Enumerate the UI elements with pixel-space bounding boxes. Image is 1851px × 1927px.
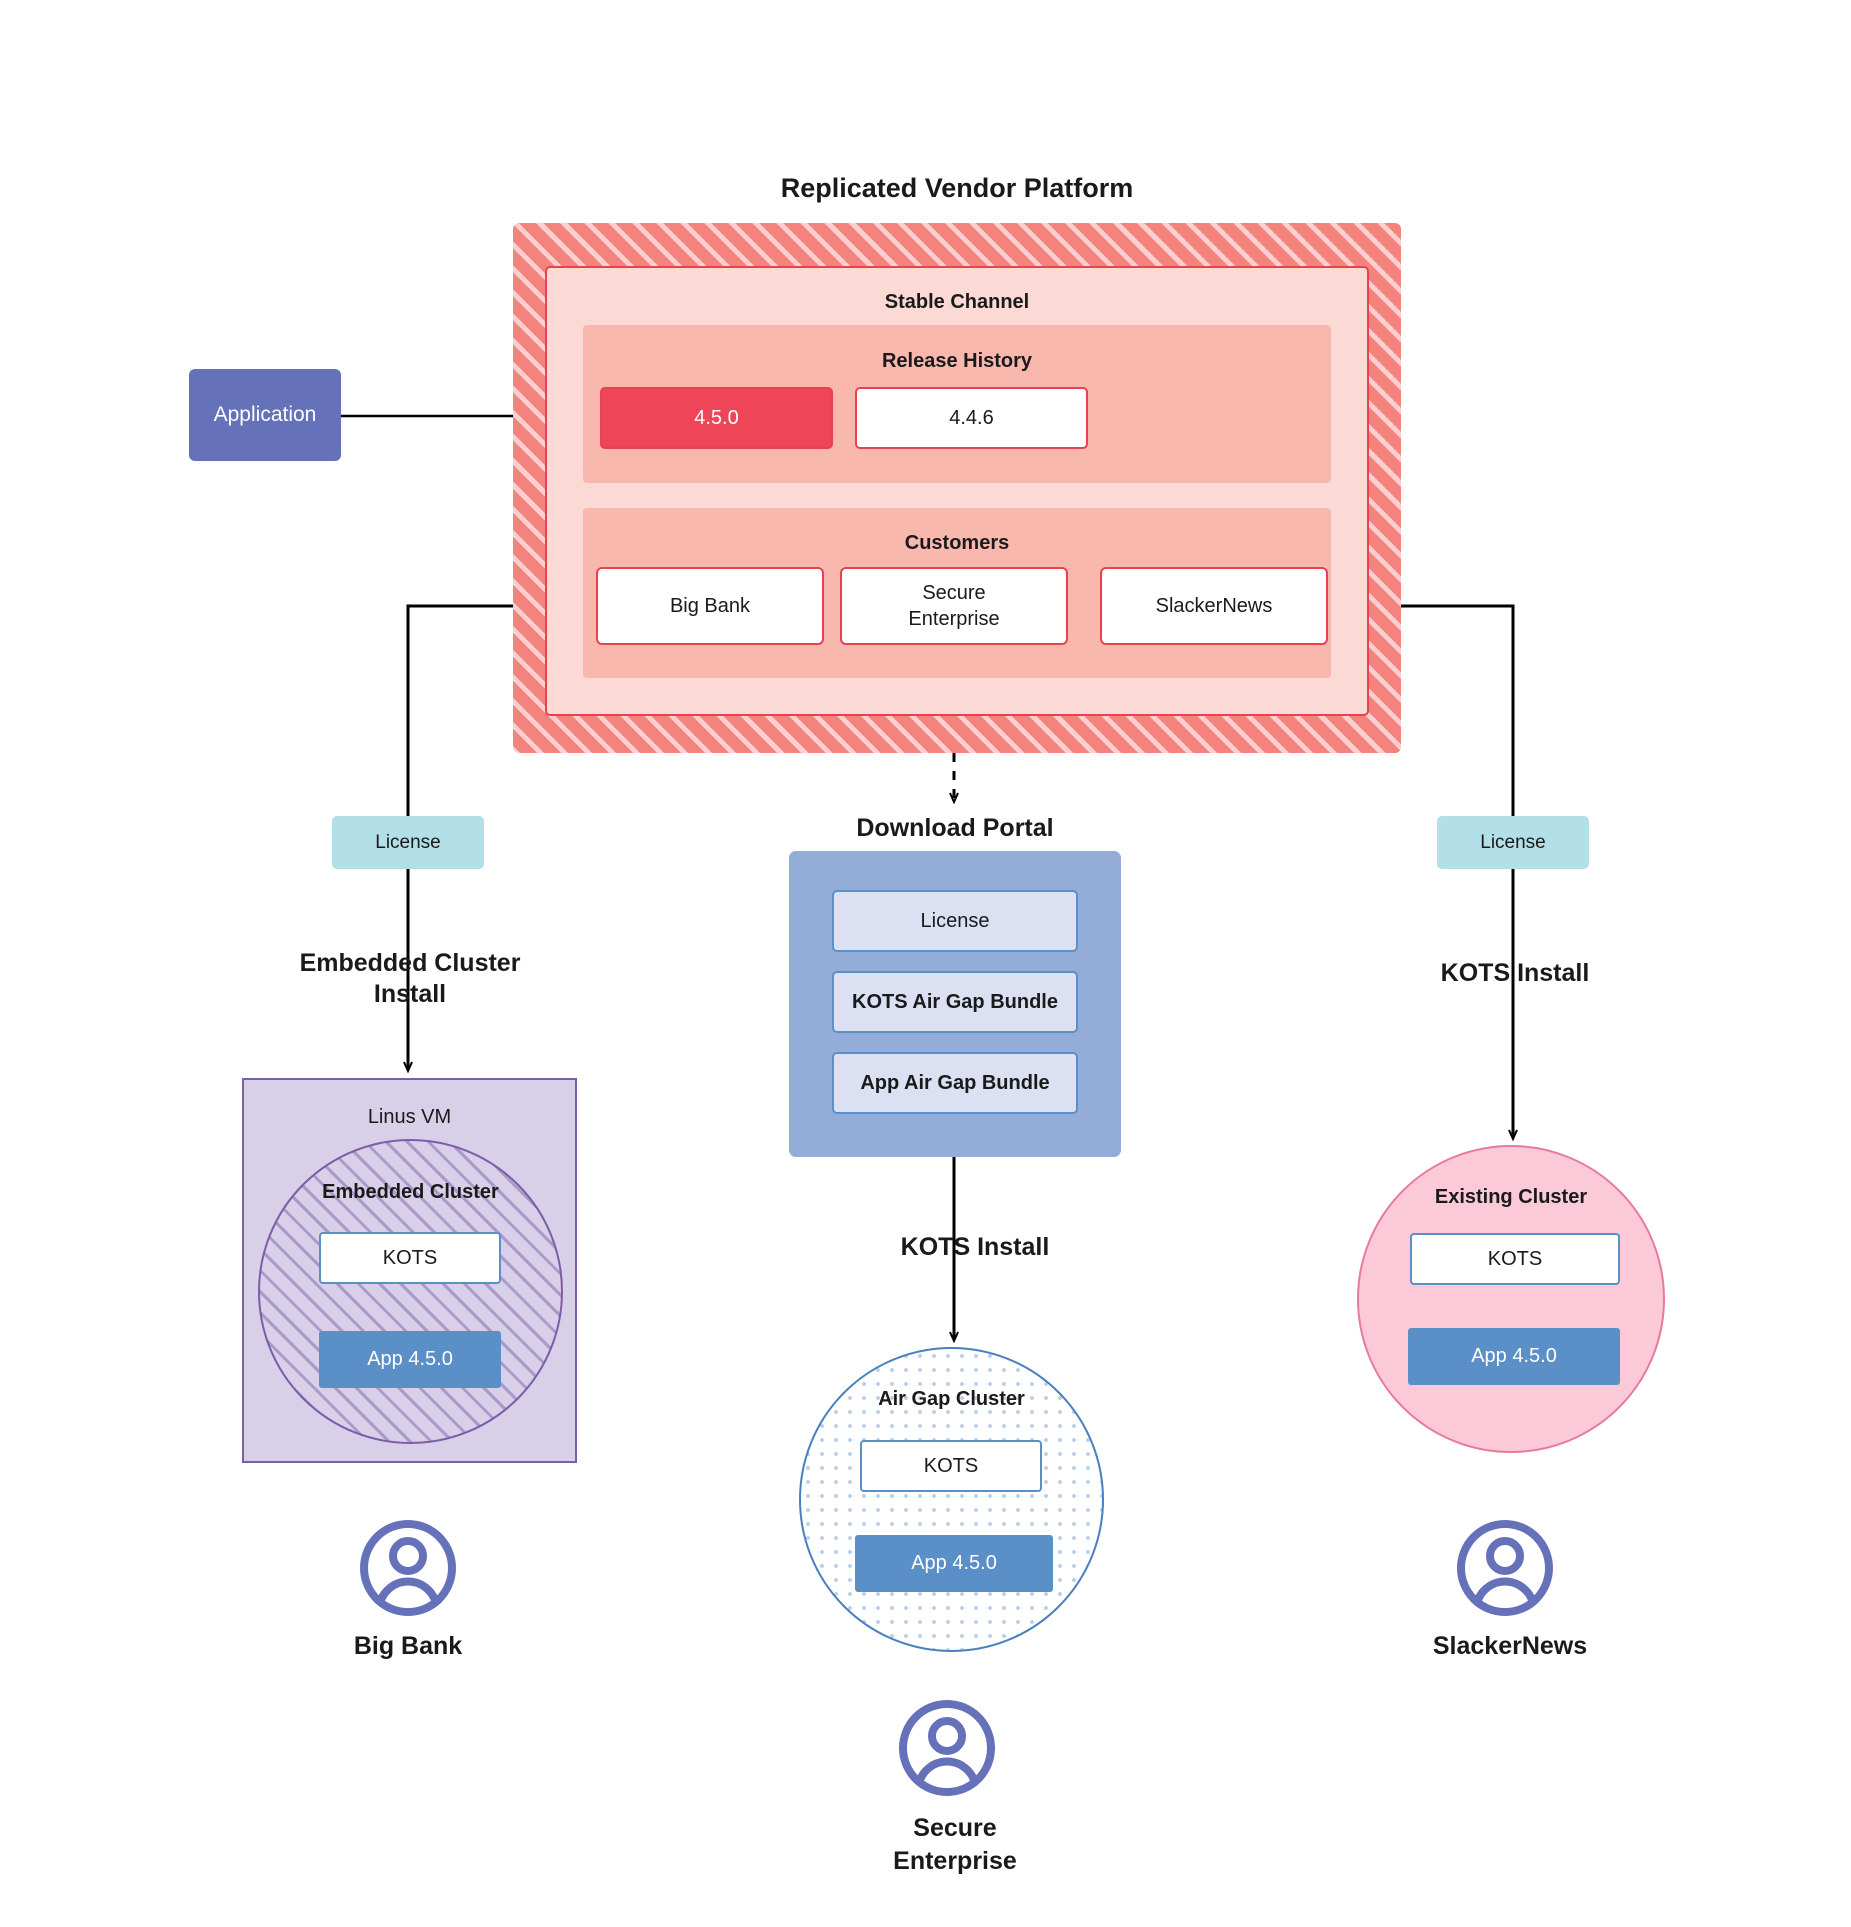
release-card-previous[interactable]: 4.4.6 (855, 387, 1088, 449)
customer-card-secure-enterprise[interactable]: Secure Enterprise (840, 567, 1068, 645)
kots-box-existing[interactable]: KOTS (1410, 1233, 1620, 1285)
portal-item-license[interactable]: License (832, 890, 1078, 952)
linux-vm-title: Linus VM (367, 1106, 452, 1128)
app-box-existing[interactable]: App 4.5.0 (1408, 1328, 1620, 1385)
customers-title: Customers (904, 532, 1010, 554)
license-node-slackernews[interactable]: License (1437, 816, 1589, 869)
customer-card-big-bank[interactable]: Big Bank (596, 567, 824, 645)
air-gap-cluster-circle (799, 1347, 1104, 1652)
persona-name-secure-enterprise: Secure Enterprise (893, 1814, 1017, 1875)
release-card-current[interactable]: 4.5.0 (600, 387, 833, 449)
persona-name-big-bank: Big Bank (353, 1632, 463, 1660)
persona-name-slackernews: SlackerNews (1432, 1632, 1588, 1660)
app-box-airgap[interactable]: App 4.5.0 (855, 1535, 1053, 1592)
page-title: Replicated Vendor Platform (780, 173, 1134, 203)
app-box-embedded[interactable]: App 4.5.0 (319, 1331, 501, 1388)
customer-card-slackernews[interactable]: SlackerNews (1100, 567, 1328, 645)
application-node[interactable]: Application (189, 369, 341, 461)
existing-cluster-title: Existing Cluster (1434, 1186, 1588, 1208)
label-kots-install-airgap: KOTS Install (900, 1233, 1050, 1261)
portal-item-kots-air-gap-bundle[interactable]: KOTS Air Gap Bundle (832, 971, 1078, 1033)
stable-channel-title: Stable Channel (884, 291, 1030, 313)
user-avatar-icon (899, 1700, 995, 1796)
embedded-cluster-circle (258, 1139, 563, 1444)
license-node-big-bank[interactable]: License (332, 816, 484, 869)
kots-box-airgap[interactable]: KOTS (860, 1440, 1042, 1492)
release-history-title: Release History (881, 350, 1033, 372)
kots-box-embedded[interactable]: KOTS (319, 1232, 501, 1284)
user-avatar-icon (360, 1520, 456, 1616)
download-portal-title: Download Portal (856, 814, 1054, 842)
embedded-cluster-title: Embedded Cluster (322, 1181, 499, 1203)
portal-item-app-air-gap-bundle[interactable]: App Air Gap Bundle (832, 1052, 1078, 1114)
user-avatar-icon (1457, 1520, 1553, 1616)
label-kots-install-slackernews: KOTS Install (1440, 959, 1590, 987)
existing-cluster-circle (1357, 1145, 1665, 1453)
air-gap-cluster-title: Air Gap Cluster (878, 1388, 1025, 1410)
label-embedded-cluster-install: Embedded Cluster Install (299, 949, 521, 1009)
